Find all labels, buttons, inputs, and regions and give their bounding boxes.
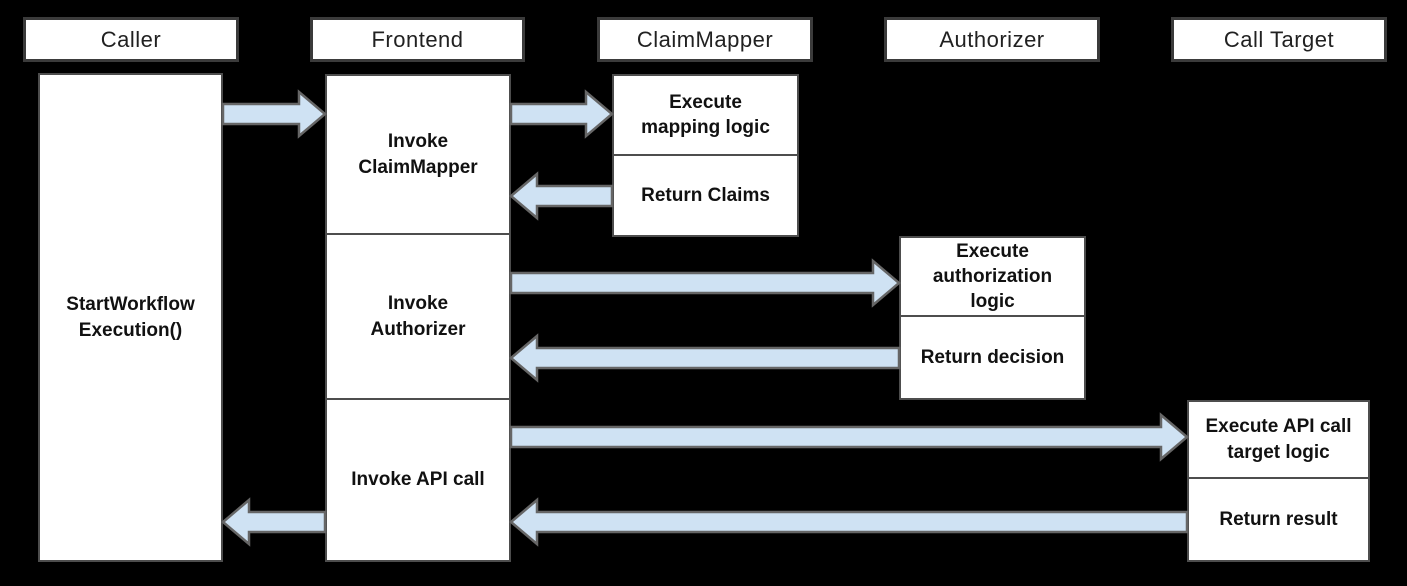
activation-execute-mapping-logic: Execute mapping logic: [612, 74, 799, 156]
arrow-frontend-to-claimmapper: [509, 89, 614, 139]
arrow-frontend-to-authorizer: [509, 258, 901, 308]
activation-execute-authorization-logic: Execute authorization logic: [899, 236, 1086, 317]
participant-header-frontend: Frontend: [310, 17, 525, 62]
participant-label: Frontend: [371, 26, 464, 52]
participant-label: ClaimMapper: [636, 26, 774, 52]
activation-return-claims: Return Claims: [612, 156, 799, 237]
arrow-frontend-to-caller: [221, 497, 327, 547]
arrow-frontend-to-calltarget: [509, 412, 1189, 462]
activation-invoke-authorizer: Invoke Authorizer: [325, 235, 511, 400]
participant-label: Caller: [100, 26, 162, 52]
participant-label: Call Target: [1223, 26, 1335, 52]
participant-header-calltarget: Call Target: [1171, 17, 1387, 62]
activation-return-result: Return result: [1187, 479, 1370, 562]
activation-invoke-claimmapper: Invoke ClaimMapper: [325, 74, 511, 235]
arrow-caller-to-frontend: [221, 89, 327, 139]
arrow-authorizer-to-frontend: [509, 333, 901, 383]
participant-header-caller: Caller: [23, 17, 239, 62]
activation-invoke-api-call: Invoke API call: [325, 400, 511, 562]
activation-startworkflowexecution: StartWorkflow Execution(): [38, 73, 223, 562]
arrow-calltarget-to-frontend: [509, 497, 1189, 547]
activation-execute-api-call-target-logic: Execute API call target logic: [1187, 400, 1370, 479]
participant-header-claimmapper: ClaimMapper: [597, 17, 813, 62]
participant-label: Authorizer: [939, 26, 1045, 52]
participant-header-authorizer: Authorizer: [884, 17, 1100, 62]
arrow-claimmapper-to-frontend: [509, 171, 614, 221]
activation-return-decision: Return decision: [899, 317, 1086, 400]
